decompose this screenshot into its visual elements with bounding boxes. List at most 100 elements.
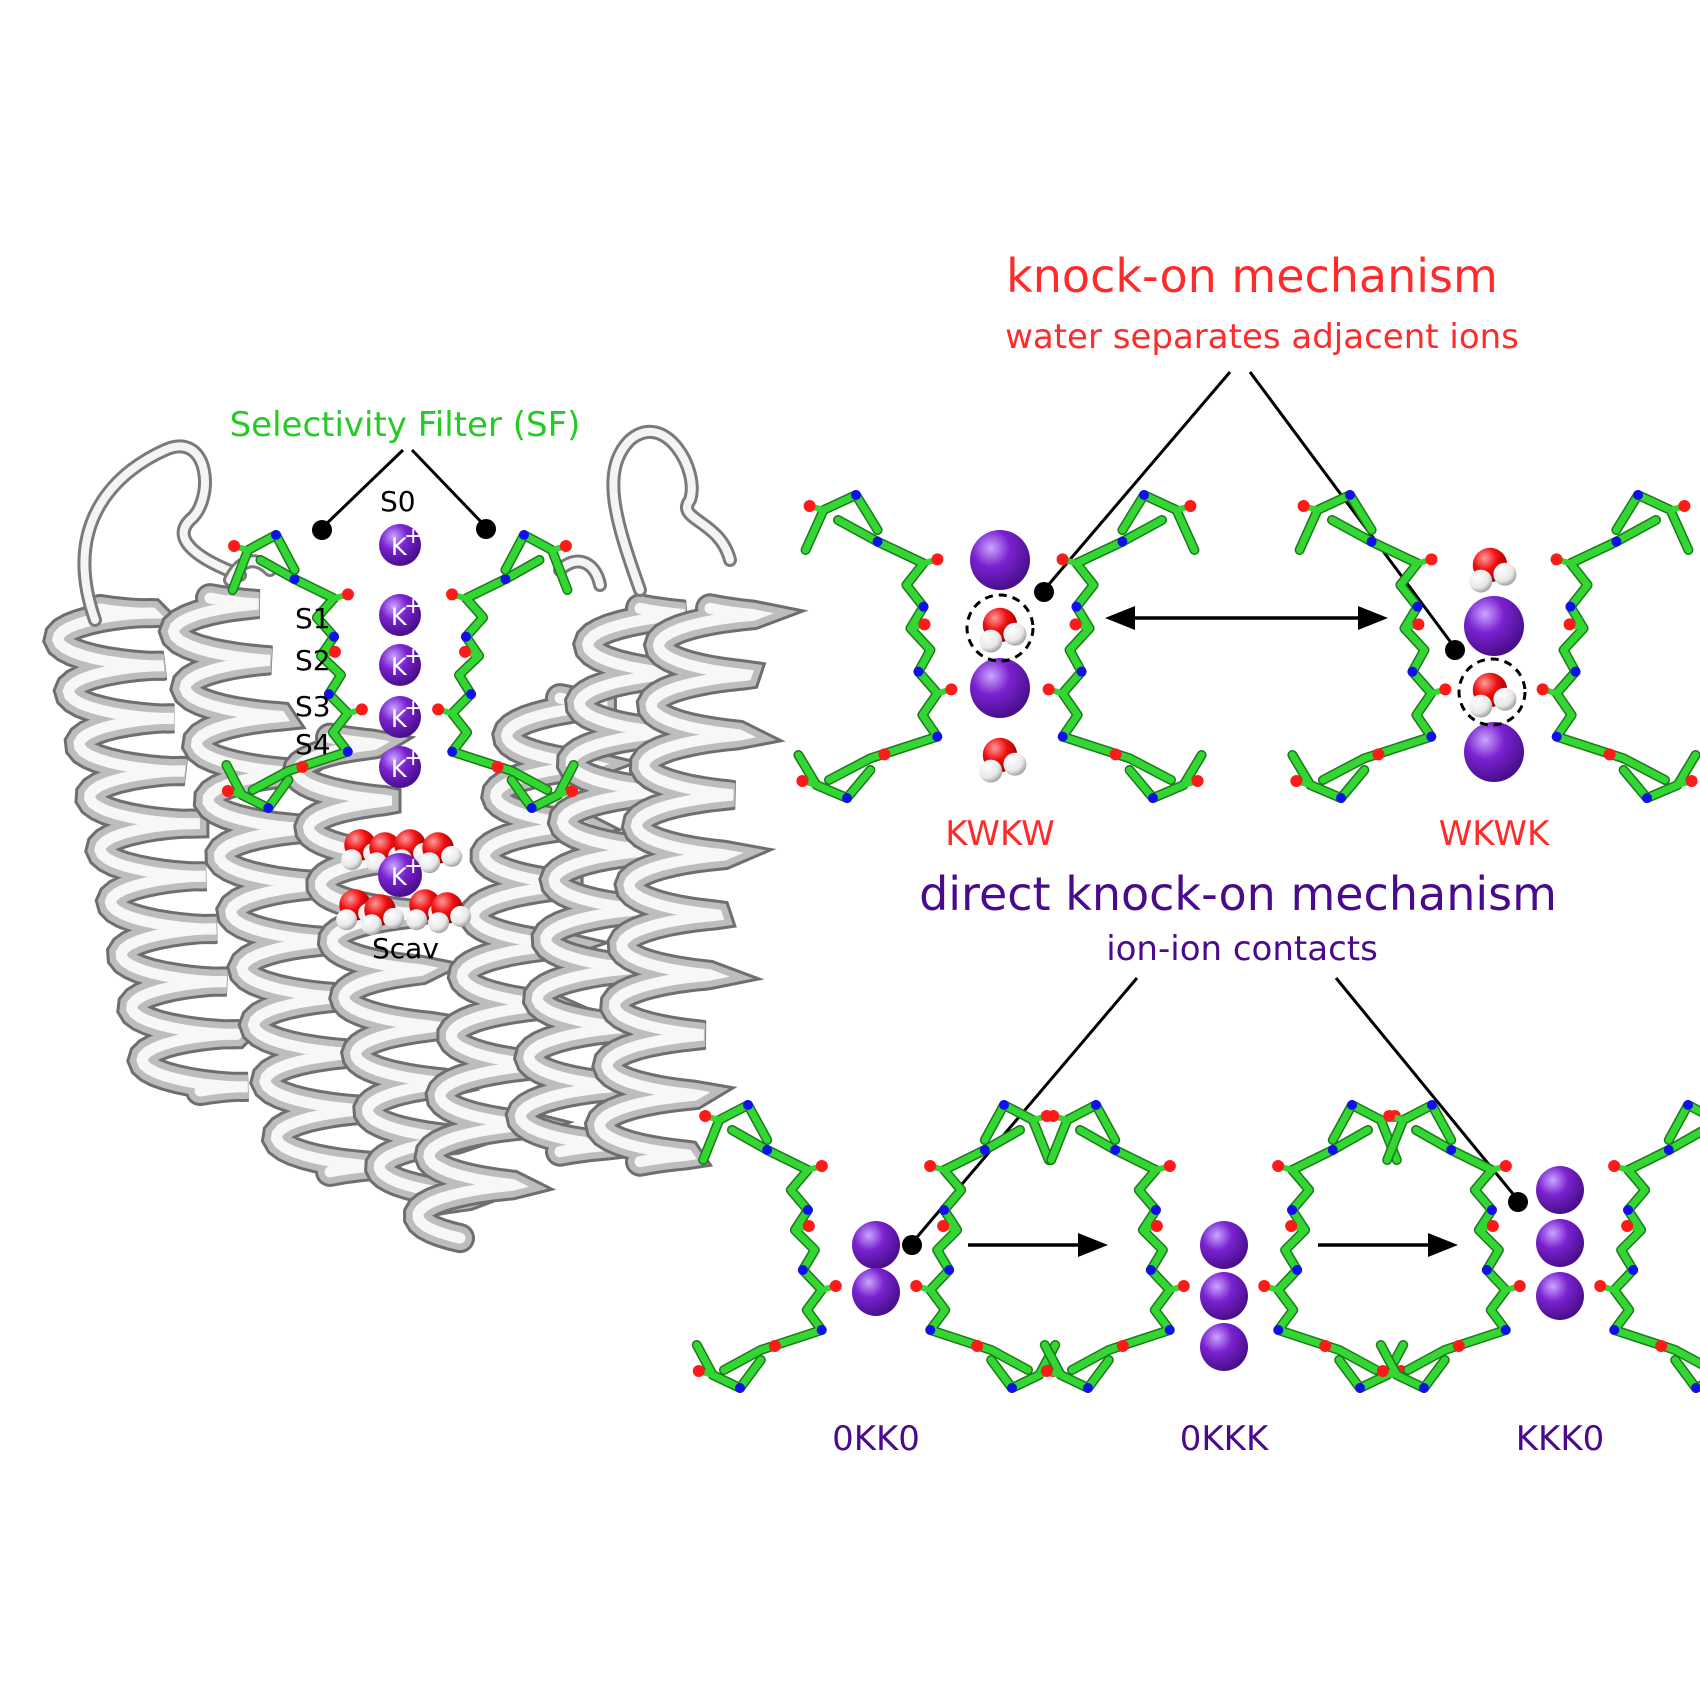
filter-residue-sticks [1536, 515, 1670, 785]
potassium-ion [852, 1268, 900, 1316]
knock-on-pointer-right [1248, 371, 1457, 649]
highlight-ring [1457, 657, 1527, 727]
filter-residue-sticks [500, 530, 573, 595]
filter-residue-sticks [1670, 1355, 1700, 1393]
site-label-s4: S4 [295, 728, 331, 761]
filter-residue-sticks [1663, 1100, 1700, 1145]
potassium-ion [379, 746, 421, 788]
sf-pointer-right [410, 448, 488, 529]
potassium-ion [970, 530, 1030, 590]
sf-label: Selectivity Filter (SF) [230, 405, 581, 445]
site-label-s0: S0 [380, 485, 416, 518]
filter-residue-sticks [1294, 490, 1377, 555]
filter-residue-sticks [247, 555, 368, 795]
channel-structure: K+K+K+K+K+ K+ Selectivity Filter (SF) S0… [42, 405, 809, 1254]
filter-residue-sticks [1403, 1125, 1526, 1375]
potassium-ion [1464, 722, 1524, 782]
state-0kk0-structure [691, 1100, 1061, 1393]
ion-charge: + [404, 644, 422, 669]
filter-residue-sticks [1611, 490, 1694, 555]
sf-pointer-dot [476, 519, 496, 539]
filter-residue-sticks [1124, 750, 1207, 803]
filter-residue-sticks [1046, 1100, 1121, 1165]
state-label-0kkk: 0KKK [1180, 1419, 1270, 1459]
filter-residue-sticks [719, 1125, 842, 1375]
sf-pointer-left [320, 448, 405, 530]
ion-symbol: K [391, 653, 408, 681]
filter-residue-sticks [793, 750, 876, 803]
knock-on-pointer-dot [1445, 640, 1465, 660]
direct-pointer-dot [902, 1235, 922, 1255]
site-label-s2: S2 [295, 644, 331, 677]
water-molecule [361, 894, 405, 936]
state-kkk0-structure [1375, 1100, 1700, 1393]
filter-residue-sticks [221, 760, 294, 813]
potassium-ion [379, 696, 421, 738]
knock-on-pointer-left [1042, 371, 1232, 591]
selectivity-filter-strands [221, 530, 579, 813]
potassium-ion [1536, 1272, 1584, 1320]
potassium-ion [379, 644, 421, 686]
ion-symbol: K [391, 533, 408, 561]
site-label-s1: S1 [295, 602, 331, 635]
state-label-kwkw: KWKW [945, 814, 1054, 854]
water-molecule [428, 892, 472, 934]
protein-helices [42, 583, 809, 1254]
alpha-helix [504, 593, 723, 1167]
filter-residue-sticks [1375, 1340, 1450, 1393]
filter-residue-sticks [1594, 1126, 1700, 1370]
ion-symbol: K [391, 705, 408, 733]
direct-title: direct knock-on mechanism [919, 867, 1557, 921]
cavity-label: Scav [372, 932, 439, 965]
channel-ions: K+K+K+K+K+ [379, 524, 422, 788]
ion-symbol: K [391, 603, 408, 631]
knock-on-pointer-dot [1034, 582, 1054, 602]
potassium-ion [1536, 1219, 1584, 1267]
water-molecule [419, 832, 463, 874]
filter-residue-sticks [691, 1340, 766, 1393]
filter-residue-sticks [1318, 515, 1452, 785]
potassium-ion [1200, 1221, 1248, 1269]
site-label-s3: S3 [295, 690, 331, 723]
filter-residue-sticks [1067, 1125, 1190, 1375]
water-molecule [1469, 547, 1517, 593]
state-label-kkk0: KKK0 [1516, 1419, 1605, 1459]
ion-charge: + [404, 594, 422, 619]
potassium-ion [1464, 596, 1524, 656]
potassium-ion [852, 1221, 900, 1269]
filter-residue-sticks [1287, 750, 1370, 803]
alpha-helix [42, 594, 273, 1106]
potassium-ion [378, 853, 422, 897]
double-arrow [1105, 606, 1388, 630]
alpha-helix [403, 683, 642, 1254]
filter-residue-sticks [800, 490, 883, 555]
filter-residue-sticks [1117, 490, 1200, 555]
state-0kkk-structure [1039, 1100, 1409, 1393]
state-wkwk-structure [1287, 490, 1700, 803]
filter-residue-sticks [506, 760, 579, 813]
forward-arrow [1318, 1233, 1458, 1257]
state-label-0kk0: 0KK0 [832, 1419, 920, 1459]
potassium-ion [970, 658, 1030, 718]
ion-symbol: K [391, 863, 408, 891]
filter-residue-sticks [432, 555, 553, 795]
filter-residue-sticks [1382, 1100, 1457, 1165]
knock-on-title: knock-on mechanism [1006, 249, 1498, 303]
filter-residue-sticks [1042, 515, 1176, 785]
ion-charge: + [404, 524, 422, 549]
ion-symbol: K [391, 755, 408, 783]
direct-knock-on-panel: direct knock-on mechanism ion-ion contac… [691, 867, 1700, 1459]
direct-subtitle: ion-ion contacts [1106, 929, 1378, 969]
filter-residue-sticks [910, 1125, 1033, 1375]
knock-on-subtitle: water separates adjacent ions [1005, 317, 1519, 357]
water-molecule [341, 829, 385, 871]
water-molecule [1469, 672, 1517, 718]
knock-on-panel: knock-on mechanism water separates adjac… [793, 249, 1700, 854]
state-label-wkwk: WKWK [1439, 814, 1551, 854]
filter-residue-sticks [824, 515, 958, 785]
potassium-ion [1200, 1272, 1248, 1320]
water-molecule [979, 737, 1027, 783]
ion-charge: + [404, 696, 422, 721]
sf-pointer-dot [312, 520, 332, 540]
